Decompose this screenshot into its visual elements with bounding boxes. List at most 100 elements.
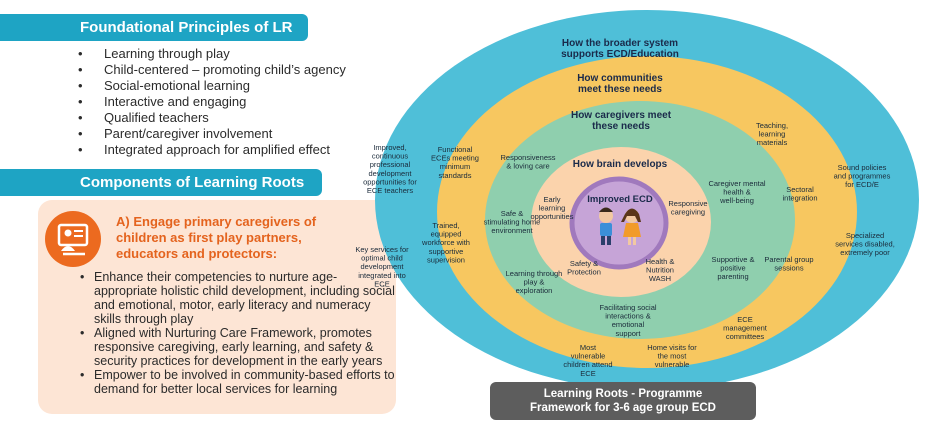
system-item-text: Specialized [846,231,884,240]
label-line: materials [757,138,788,147]
community-item-text: Sectoral [786,185,814,194]
label-line: standards [439,171,472,180]
community-item-text: Trained, [432,221,459,230]
label-line: continuous [372,152,409,161]
label-line: sessions [774,264,803,273]
label-line: the most [658,352,688,361]
label-line: development [369,169,413,178]
label-line: vulnerable [571,352,606,361]
label-line: well-being [719,196,754,205]
label-line: play & [524,278,545,287]
label-line: vulnerable [655,360,690,369]
label-line: Nutrition [646,266,674,275]
component-item: Aligned with Nurturing Care Framework, p… [80,326,396,368]
label-line: integrated into [358,271,406,280]
label-line: interactions & [605,312,650,321]
label-line: supervision [427,255,465,264]
community-title-text: How communities [577,73,663,84]
brain-item-text: Early [543,195,560,204]
children-icon [599,207,641,245]
label-line: management [723,324,768,333]
label-line: supportive [429,247,464,256]
label-line: positive [720,264,745,273]
principle-item: Integrated approach for amplified effect [78,142,346,158]
component-list: Enhance their competencies to nurture ag… [80,270,396,396]
label-line: professional [370,160,411,169]
label-line: opportunities for [363,177,417,186]
brain-item-text: Responsive [668,199,707,208]
label-line: for ECD/E [845,180,879,189]
label-line: ECEs meeting [431,154,479,163]
caregiver-item-text: Facilitating social [599,303,656,312]
center-title: Improved ECD [587,194,653,205]
principle-item: Qualified teachers [78,110,346,126]
teacher-icon [45,211,101,267]
brain-item-text: Safety & [570,259,598,268]
label-line: opportunities [531,212,574,221]
label-line: emotional [612,320,645,329]
component-heading: A) Engage primary caregivers of children… [116,214,317,261]
label-line: workforce with [421,238,470,247]
label-line: equipped [431,230,462,239]
community-item-text: Parental group [764,255,813,264]
community-item-text: Home visits for [647,343,697,352]
label-line: these needs [592,121,650,132]
community-item-text: Most [580,343,597,352]
label-line: ECE teachers [367,186,414,195]
principles-banner: Foundational Principles of LR [0,14,308,41]
label-line: health & [723,188,751,197]
label-line: children attend [563,360,612,369]
label-line: ECE [374,279,389,288]
community-item-text: Teaching, [756,121,788,130]
center-circle [569,176,669,270]
brain-item-text: Health & [646,257,675,266]
label-line: integration [782,194,817,203]
label-line: optimal child [361,254,403,263]
caregiver-item-text: Caregiver mental [708,179,765,188]
principle-item: Child-centered – promoting child’s agenc… [78,62,346,78]
label-line: & loving care [506,162,549,171]
caregiver-item-text: Supportive & [712,255,755,264]
label-line: stimulating home [484,218,541,227]
principle-item: Parent/caregiver involvement [78,126,346,142]
caregiver-item: Responsiveness& loving care [500,153,555,171]
label-line: parenting [717,272,748,281]
system-item-text: Sound policies [838,163,887,172]
system-item-text: Key services for [355,245,409,254]
label-line: support [615,329,641,338]
brain-item: Safety &Protection [567,259,601,277]
framework-label-box: Learning Roots - Programme Framework for… [490,382,756,420]
brain-title-text: How brain develops [573,159,668,170]
label-line: and programmes [834,172,891,181]
brain-title: How brain develops [573,159,668,170]
label-line: development [361,262,405,271]
principle-item: Interactive and engaging [78,94,346,110]
label-line: meet these needs [578,84,662,95]
label-line: ECE [580,369,595,378]
system-title-text: How the broader system [562,38,678,49]
caregiver-title-text: How caregivers meet [571,110,672,121]
principles-list: Learning through play Child-centered – p… [78,46,346,158]
label-line: caregiving [671,208,705,217]
label-line: extremely poor [840,248,890,257]
principle-item: Learning through play [78,46,346,62]
caregiver-item-text: Learning through [506,269,563,278]
caregiver-item-text: Responsiveness [500,153,555,162]
